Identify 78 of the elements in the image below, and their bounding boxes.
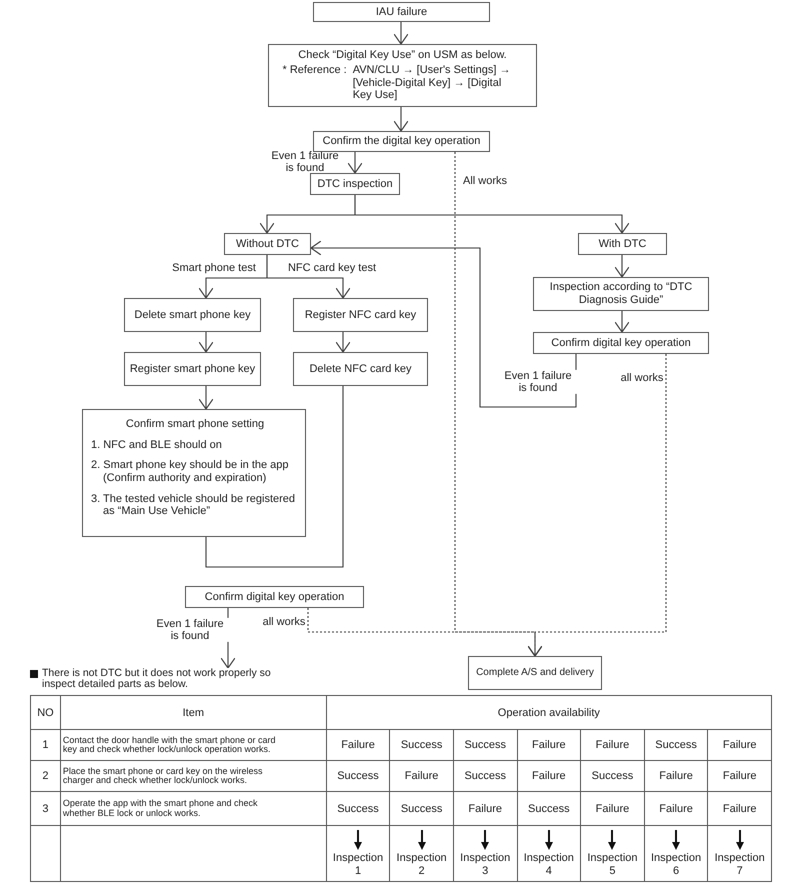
arrow bbox=[347, 152, 363, 174]
process-box: Confirm digital key operation bbox=[533, 332, 709, 354]
process-box: Delete smart phone key bbox=[124, 298, 261, 332]
inspection-label: Inspection 1 bbox=[332, 852, 384, 877]
column-header: Operation availability bbox=[326, 696, 772, 730]
inspection-label: Inspection 6 bbox=[650, 852, 702, 877]
process-box: Register NFC card key bbox=[293, 298, 428, 332]
row-number: 2 bbox=[30, 760, 60, 792]
status-text: Success bbox=[326, 792, 390, 826]
status-text: Success bbox=[453, 730, 518, 760]
arrow bbox=[393, 22, 409, 45]
note-text: There is not DTC but it does not work properly so inspect detailed parts as below. bbox=[42, 668, 272, 689]
status-text: Failure bbox=[390, 760, 454, 792]
arrow bbox=[198, 386, 214, 410]
edge-label: all works bbox=[620, 372, 664, 384]
inspection-label: Inspection 7 bbox=[714, 852, 765, 877]
status-text: Success bbox=[453, 760, 518, 792]
edge-label: Smart phone test bbox=[171, 262, 257, 274]
arrow bbox=[266, 255, 351, 299]
status-text: Success bbox=[580, 760, 644, 792]
arrow bbox=[393, 107, 409, 132]
row-number: 1 bbox=[30, 730, 60, 760]
arrow bbox=[198, 332, 214, 353]
process-box bbox=[268, 44, 537, 107]
process-box: Confirm the digital key operation bbox=[313, 131, 490, 152]
status-text: Failure bbox=[517, 760, 581, 792]
column-header: Item bbox=[60, 696, 326, 730]
process-box: IAU failure bbox=[313, 2, 490, 22]
status-text: Failure bbox=[326, 730, 390, 760]
status-text: Failure bbox=[580, 730, 644, 760]
checklist-item: 1. NFC and BLE should on bbox=[91, 438, 223, 452]
checklist-item: 2. Smart phone key should be in the app (Confirm authority and expiration) bbox=[91, 459, 290, 485]
status-text: Success bbox=[390, 730, 454, 760]
status-text: Success bbox=[326, 760, 390, 792]
box-heading: Confirm smart phone setting bbox=[124, 418, 266, 431]
process-box: With DTC bbox=[578, 233, 667, 255]
row-number: 3 bbox=[30, 792, 60, 826]
menu-path: AVN/CLU → [User's Settings] → [Vehicle-Digital Key] → [Digital Key Use] bbox=[352, 64, 512, 102]
item-description: Operate the app with the smart phone and check whether BLE lock or unlock works. bbox=[60, 792, 326, 826]
dashed-arrow bbox=[527, 354, 667, 657]
arrow bbox=[614, 255, 630, 278]
process-box: DTC inspection bbox=[310, 173, 400, 195]
process-box: Register smart phone key bbox=[124, 352, 261, 386]
box-heading: Check “Digital Key Use” on USM as below. bbox=[298, 49, 507, 62]
process-box: Complete A/S and delivery bbox=[468, 656, 602, 690]
inspection-label: Inspection 3 bbox=[460, 852, 510, 877]
status-text: Failure bbox=[453, 792, 518, 826]
inspection-label: Inspection 2 bbox=[396, 852, 447, 877]
status-text: Failure bbox=[644, 760, 708, 792]
arrow bbox=[354, 195, 630, 234]
status-text: Success bbox=[390, 792, 454, 826]
inspection-label: Inspection 4 bbox=[524, 852, 574, 877]
connector-line bbox=[205, 386, 344, 568]
status-text: Failure bbox=[580, 792, 644, 826]
status-text: Failure bbox=[708, 730, 772, 760]
reference-label: * Reference : bbox=[282, 64, 347, 78]
arrow bbox=[614, 311, 630, 333]
status-text: Success bbox=[517, 792, 581, 826]
status-text: Failure bbox=[708, 760, 772, 792]
process-box: Inspection according to “DTC Diagnosis Guide” bbox=[533, 277, 709, 311]
column-header: NO bbox=[30, 696, 60, 730]
edge-label: All works bbox=[462, 174, 508, 188]
inspection-label: Inspection 5 bbox=[587, 852, 638, 877]
edge-label: NFC card key test bbox=[286, 262, 378, 274]
process-box: Confirm digital key operation bbox=[185, 586, 364, 608]
edge-label: all works bbox=[262, 616, 306, 628]
status-text: Failure bbox=[708, 792, 772, 826]
item-description: Contact the door handle with the smart phone or card key and check whether lock/unlock operation works. bbox=[60, 730, 326, 760]
checklist-item: 3. The tested vehicle should be registered as “Main Use Vehicle” bbox=[91, 492, 296, 518]
item-description: Place the smart phone or card key on the wireless charger and check whether lock/unlock works. bbox=[60, 760, 326, 792]
arrow bbox=[335, 332, 351, 353]
process-box: Delete NFC card key bbox=[293, 352, 428, 386]
process-box bbox=[82, 409, 306, 537]
status-text: Failure bbox=[517, 730, 581, 760]
status-text: Failure bbox=[644, 792, 708, 826]
status-text: Success bbox=[644, 730, 708, 760]
arrow bbox=[310, 240, 577, 408]
process-box: Without DTC bbox=[224, 233, 311, 255]
